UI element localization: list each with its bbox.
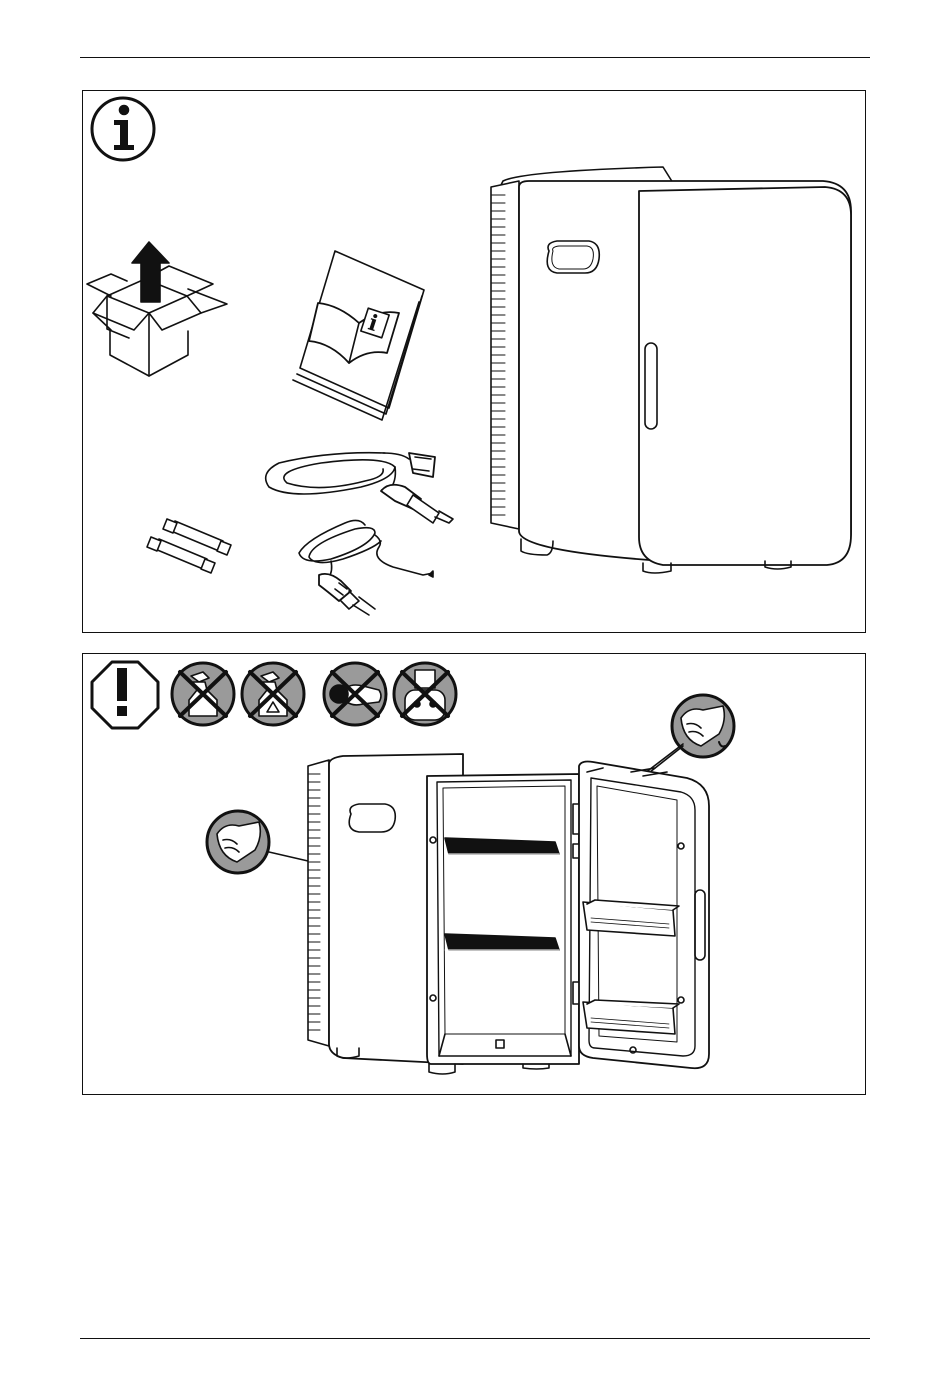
no-pressure-washer-icon — [324, 663, 386, 725]
mini-fridge — [491, 167, 851, 573]
info-icon — [92, 98, 154, 160]
ac-mains-cable — [299, 520, 433, 615]
warning-octagon-icon — [92, 662, 158, 728]
fuse-pair — [147, 519, 231, 573]
contents-panel: i — [82, 90, 866, 633]
manual-booklet-icon: i — [293, 251, 424, 420]
bottom-rule — [80, 1338, 870, 1339]
top-rule — [80, 57, 870, 58]
cleaning-panel: ! — [82, 653, 866, 1095]
unpack-box-icon — [87, 242, 227, 376]
no-abrasive-cleaner-icon — [242, 663, 304, 725]
dc-car-cable — [266, 453, 453, 523]
unplug-mains-icon — [394, 663, 456, 725]
open-door — [579, 762, 709, 1069]
no-spray-cleaner-icon — [172, 663, 234, 725]
open-fridge — [308, 754, 583, 1074]
wipe-cloth-icon-left — [207, 811, 321, 873]
